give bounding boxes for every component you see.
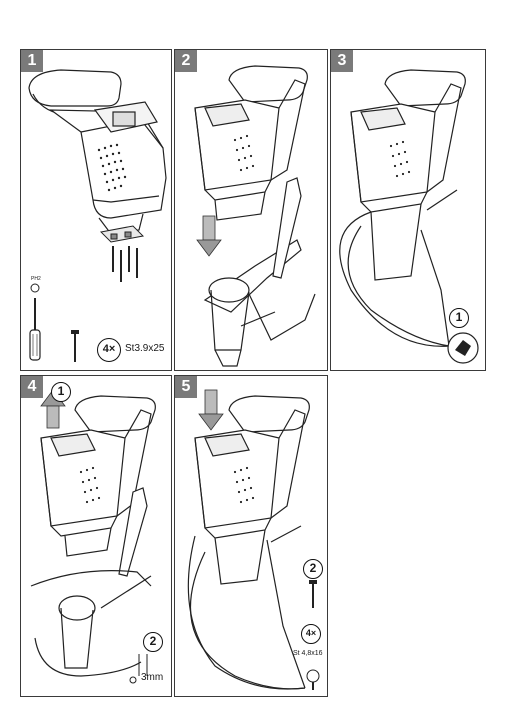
- step-panel-1: 1: [20, 49, 172, 371]
- step-panel-2: 2: [174, 49, 328, 371]
- step-number-badge: 4: [21, 376, 43, 398]
- screw-spec-label: St 4,8x16: [293, 650, 323, 657]
- step-number-badge: 2: [175, 50, 197, 72]
- step-panel-3: 3 1: [330, 49, 486, 371]
- screwdriver-icon: [29, 298, 41, 361]
- armrest-fit-illustration: [339, 69, 479, 364]
- screw-spec-label: St3.9x25: [125, 343, 165, 354]
- arrow-down-icon: [198, 389, 224, 431]
- step-number-badge: 5: [175, 376, 197, 398]
- car-console: [203, 177, 316, 367]
- perforation-pattern: [97, 143, 127, 192]
- hand-shape: [455, 340, 471, 356]
- quantity-badge: 4×: [301, 624, 321, 644]
- armrest-adjust-illustration: [30, 389, 156, 684]
- screw-icon: [309, 580, 317, 608]
- gap-gauge-icon: [129, 654, 148, 684]
- callout-number-b: 2: [143, 632, 163, 652]
- gap-label: 3mm: [141, 672, 164, 683]
- armrest-install-illustration: [194, 65, 316, 367]
- callout-number: 1: [449, 308, 469, 328]
- callout-number-a: 1: [51, 382, 71, 402]
- step-number-badge: 3: [331, 50, 353, 72]
- callout-number: 2: [303, 559, 323, 579]
- screw-icon: [306, 669, 320, 690]
- quantity-badge: 4×: [97, 338, 121, 362]
- step-panel-4: 4 1: [20, 375, 172, 697]
- screw-icon: [112, 246, 138, 282]
- screw-head-icon: [30, 283, 40, 293]
- arrow-down-icon: [196, 215, 222, 257]
- armrest-secure-illustration: [187, 389, 320, 690]
- driver-tip-label: PH2: [31, 276, 41, 282]
- step-panel-5: 5: [174, 375, 328, 697]
- mounting-plate: [99, 225, 145, 243]
- step-number-badge: 1: [21, 50, 43, 72]
- armrest-assembly-illustration: [28, 69, 167, 362]
- screw-icon: [71, 330, 79, 362]
